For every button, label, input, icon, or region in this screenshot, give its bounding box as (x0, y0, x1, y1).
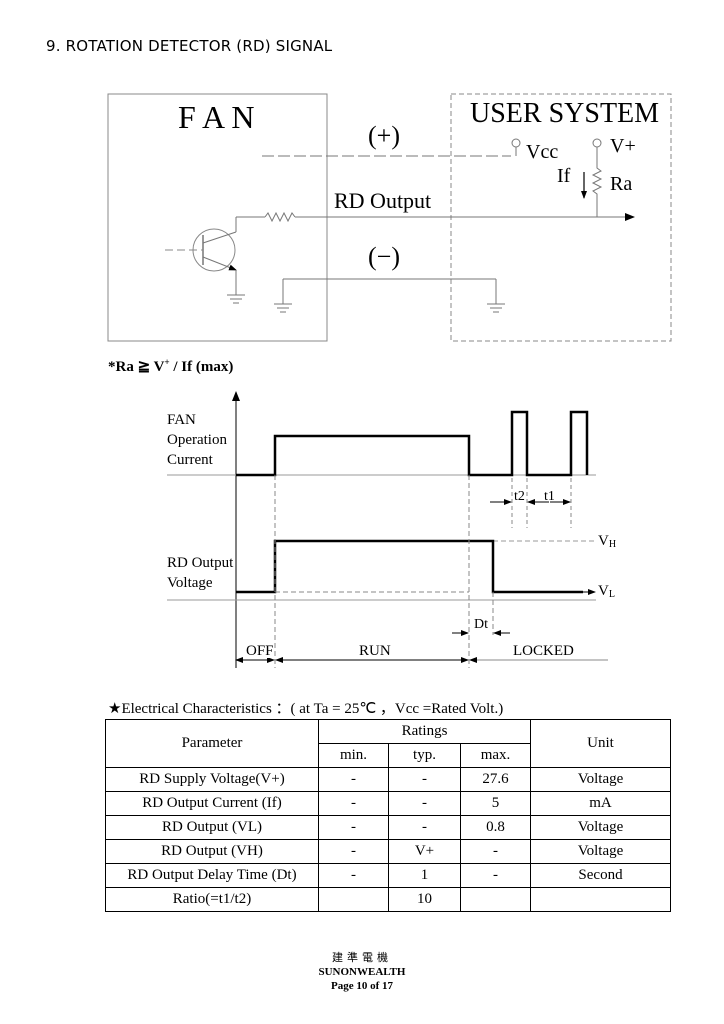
cell-unit (530, 887, 671, 912)
cell-typ: V+ (388, 839, 461, 864)
cell-min (318, 887, 389, 912)
fan-current-label-1: FAN (167, 412, 196, 428)
table-row: RD Output Current (If) - - 5 mA (105, 791, 671, 816)
table-row: Ratio(=t1/t2) 10 (105, 887, 671, 912)
transistor (192, 228, 236, 272)
rd-output-label: RD Output (334, 188, 431, 213)
header-min: min. (318, 743, 389, 768)
vl-label: VL (598, 583, 615, 600)
table-row: RD Output (VL) - - 0.8 Voltage (105, 815, 671, 840)
table-row: RD Supply Voltage(V+) - - 27.6 Voltage (105, 767, 671, 792)
run-label: RUN (359, 643, 391, 659)
rd-voltage-waveform (236, 539, 583, 594)
cell-typ: 1 (388, 863, 461, 888)
cell-parameter: RD Output (VL) (105, 815, 319, 840)
cell-typ: 10 (388, 887, 461, 912)
rd-voltage-label-1: RD Output (167, 555, 234, 571)
fan-label: F A N (178, 99, 254, 135)
vcc-label: Vcc (526, 141, 558, 163)
section-heading: 9. ROTATION DETECTOR (RD) SIGNAL (46, 37, 333, 55)
ra-label: Ra (610, 173, 632, 195)
cell-max: 5 (460, 791, 531, 816)
table-row: RD Output (VH) - V+ - Voltage (105, 839, 671, 864)
cell-unit: Second (530, 863, 671, 888)
vplus-label: V+ (610, 135, 636, 157)
vplus-terminal (592, 138, 602, 148)
cell-max: - (460, 839, 531, 864)
cell-typ: - (388, 791, 461, 816)
ra-formula: *Ra ≧ V+ / If (max) (108, 357, 234, 375)
t1-label: t1 (544, 489, 555, 504)
minus-label: (−) (368, 242, 400, 271)
cell-max: 0.8 (460, 815, 531, 840)
vcc-terminal (511, 138, 521, 148)
cell-parameter: RD Output Current (If) (105, 791, 319, 816)
dt-label: Dt (474, 617, 488, 632)
cell-parameter: Ratio(=t1/t2) (105, 887, 319, 912)
timing-diagram: FAN Operation Current RD Output Voltage … (167, 391, 616, 668)
t2-label: t2 (514, 489, 525, 504)
user-system-label: USER SYSTEM (470, 98, 659, 129)
cell-typ: - (388, 767, 461, 792)
off-label: OFF (246, 643, 274, 659)
rd-voltage-label-2: Voltage (167, 575, 213, 591)
fan-current-label-3: Current (167, 452, 214, 468)
cell-min: - (318, 863, 389, 888)
fan-current-label-2: Operation (167, 432, 227, 448)
cell-max (460, 887, 531, 912)
header-max: max. (460, 743, 531, 768)
company-name: SUNONWEALTH (318, 966, 406, 978)
header-ratings: Ratings (318, 719, 531, 744)
cell-max: - (460, 863, 531, 888)
header-parameter: Parameter (105, 719, 319, 768)
cell-min: - (318, 839, 389, 864)
vh-label: VH (598, 533, 616, 550)
page-footer: 建準電機 SUNONWEALTH Page 10 of 17 (0, 951, 724, 993)
company-cjk: 建準電機 (332, 951, 392, 964)
if-label: If (557, 165, 571, 187)
header-typ: typ. (388, 743, 461, 768)
fan-current-waveform (236, 410, 589, 477)
cell-min: - (318, 791, 389, 816)
cell-unit: Voltage (530, 767, 671, 792)
electrical-table: Parameter Ratings Unit min. typ. max. RD… (105, 719, 671, 912)
electrical-title: ★Electrical Characteristics ：( at Ta = 2… (108, 701, 504, 717)
cell-max: 27.6 (460, 767, 531, 792)
cell-unit: mA (530, 791, 671, 816)
fan-resistor (264, 211, 296, 223)
locked-label: LOCKED (513, 643, 574, 659)
table-row: RD Output Delay Time (Dt) - 1 - Second (105, 863, 671, 888)
page-number: Page 10 of 17 (330, 980, 393, 992)
cell-min: - (318, 767, 389, 792)
header-unit: Unit (530, 719, 671, 768)
ra-resistor (591, 147, 603, 217)
cell-unit: Voltage (530, 839, 671, 864)
cell-typ: - (388, 815, 461, 840)
cell-parameter: RD Output (VH) (105, 839, 319, 864)
cell-parameter: RD Output Delay Time (Dt) (105, 863, 319, 888)
cell-unit: Voltage (530, 815, 671, 840)
plus-label: (+) (368, 121, 400, 150)
cell-min: - (318, 815, 389, 840)
cell-parameter: RD Supply Voltage(V+) (105, 767, 319, 792)
